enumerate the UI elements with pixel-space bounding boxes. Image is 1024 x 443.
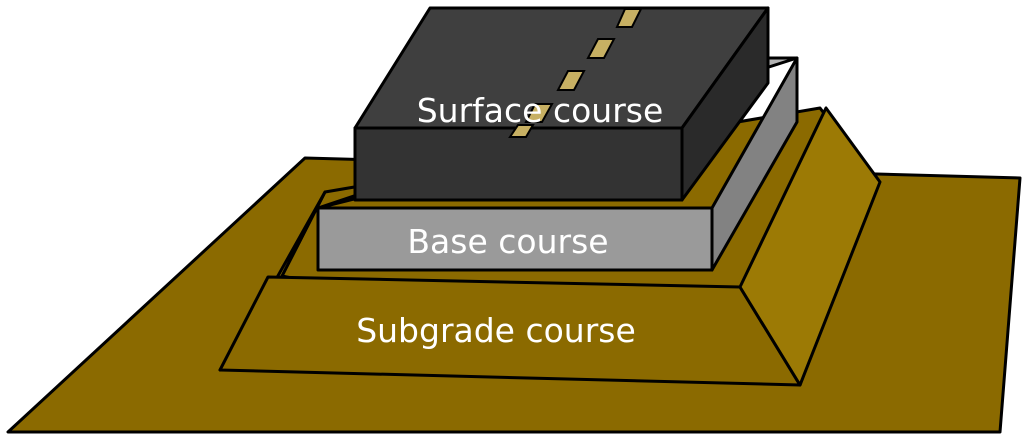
surface-side [680,6,770,202]
lane-markings [508,8,643,138]
surface-course-label: Surface course [417,91,664,130]
subgrade-right-slope [738,106,882,387]
surface-front [353,126,684,202]
subgrade-course-label: Subgrade course [356,311,636,350]
lane-marking [556,70,586,91]
base-course-label: Base course [407,222,608,261]
lane-marking [524,103,554,123]
lane-marking [586,38,616,59]
lane-marking [508,124,535,138]
base-side [710,56,799,272]
lane-marking [615,8,643,28]
